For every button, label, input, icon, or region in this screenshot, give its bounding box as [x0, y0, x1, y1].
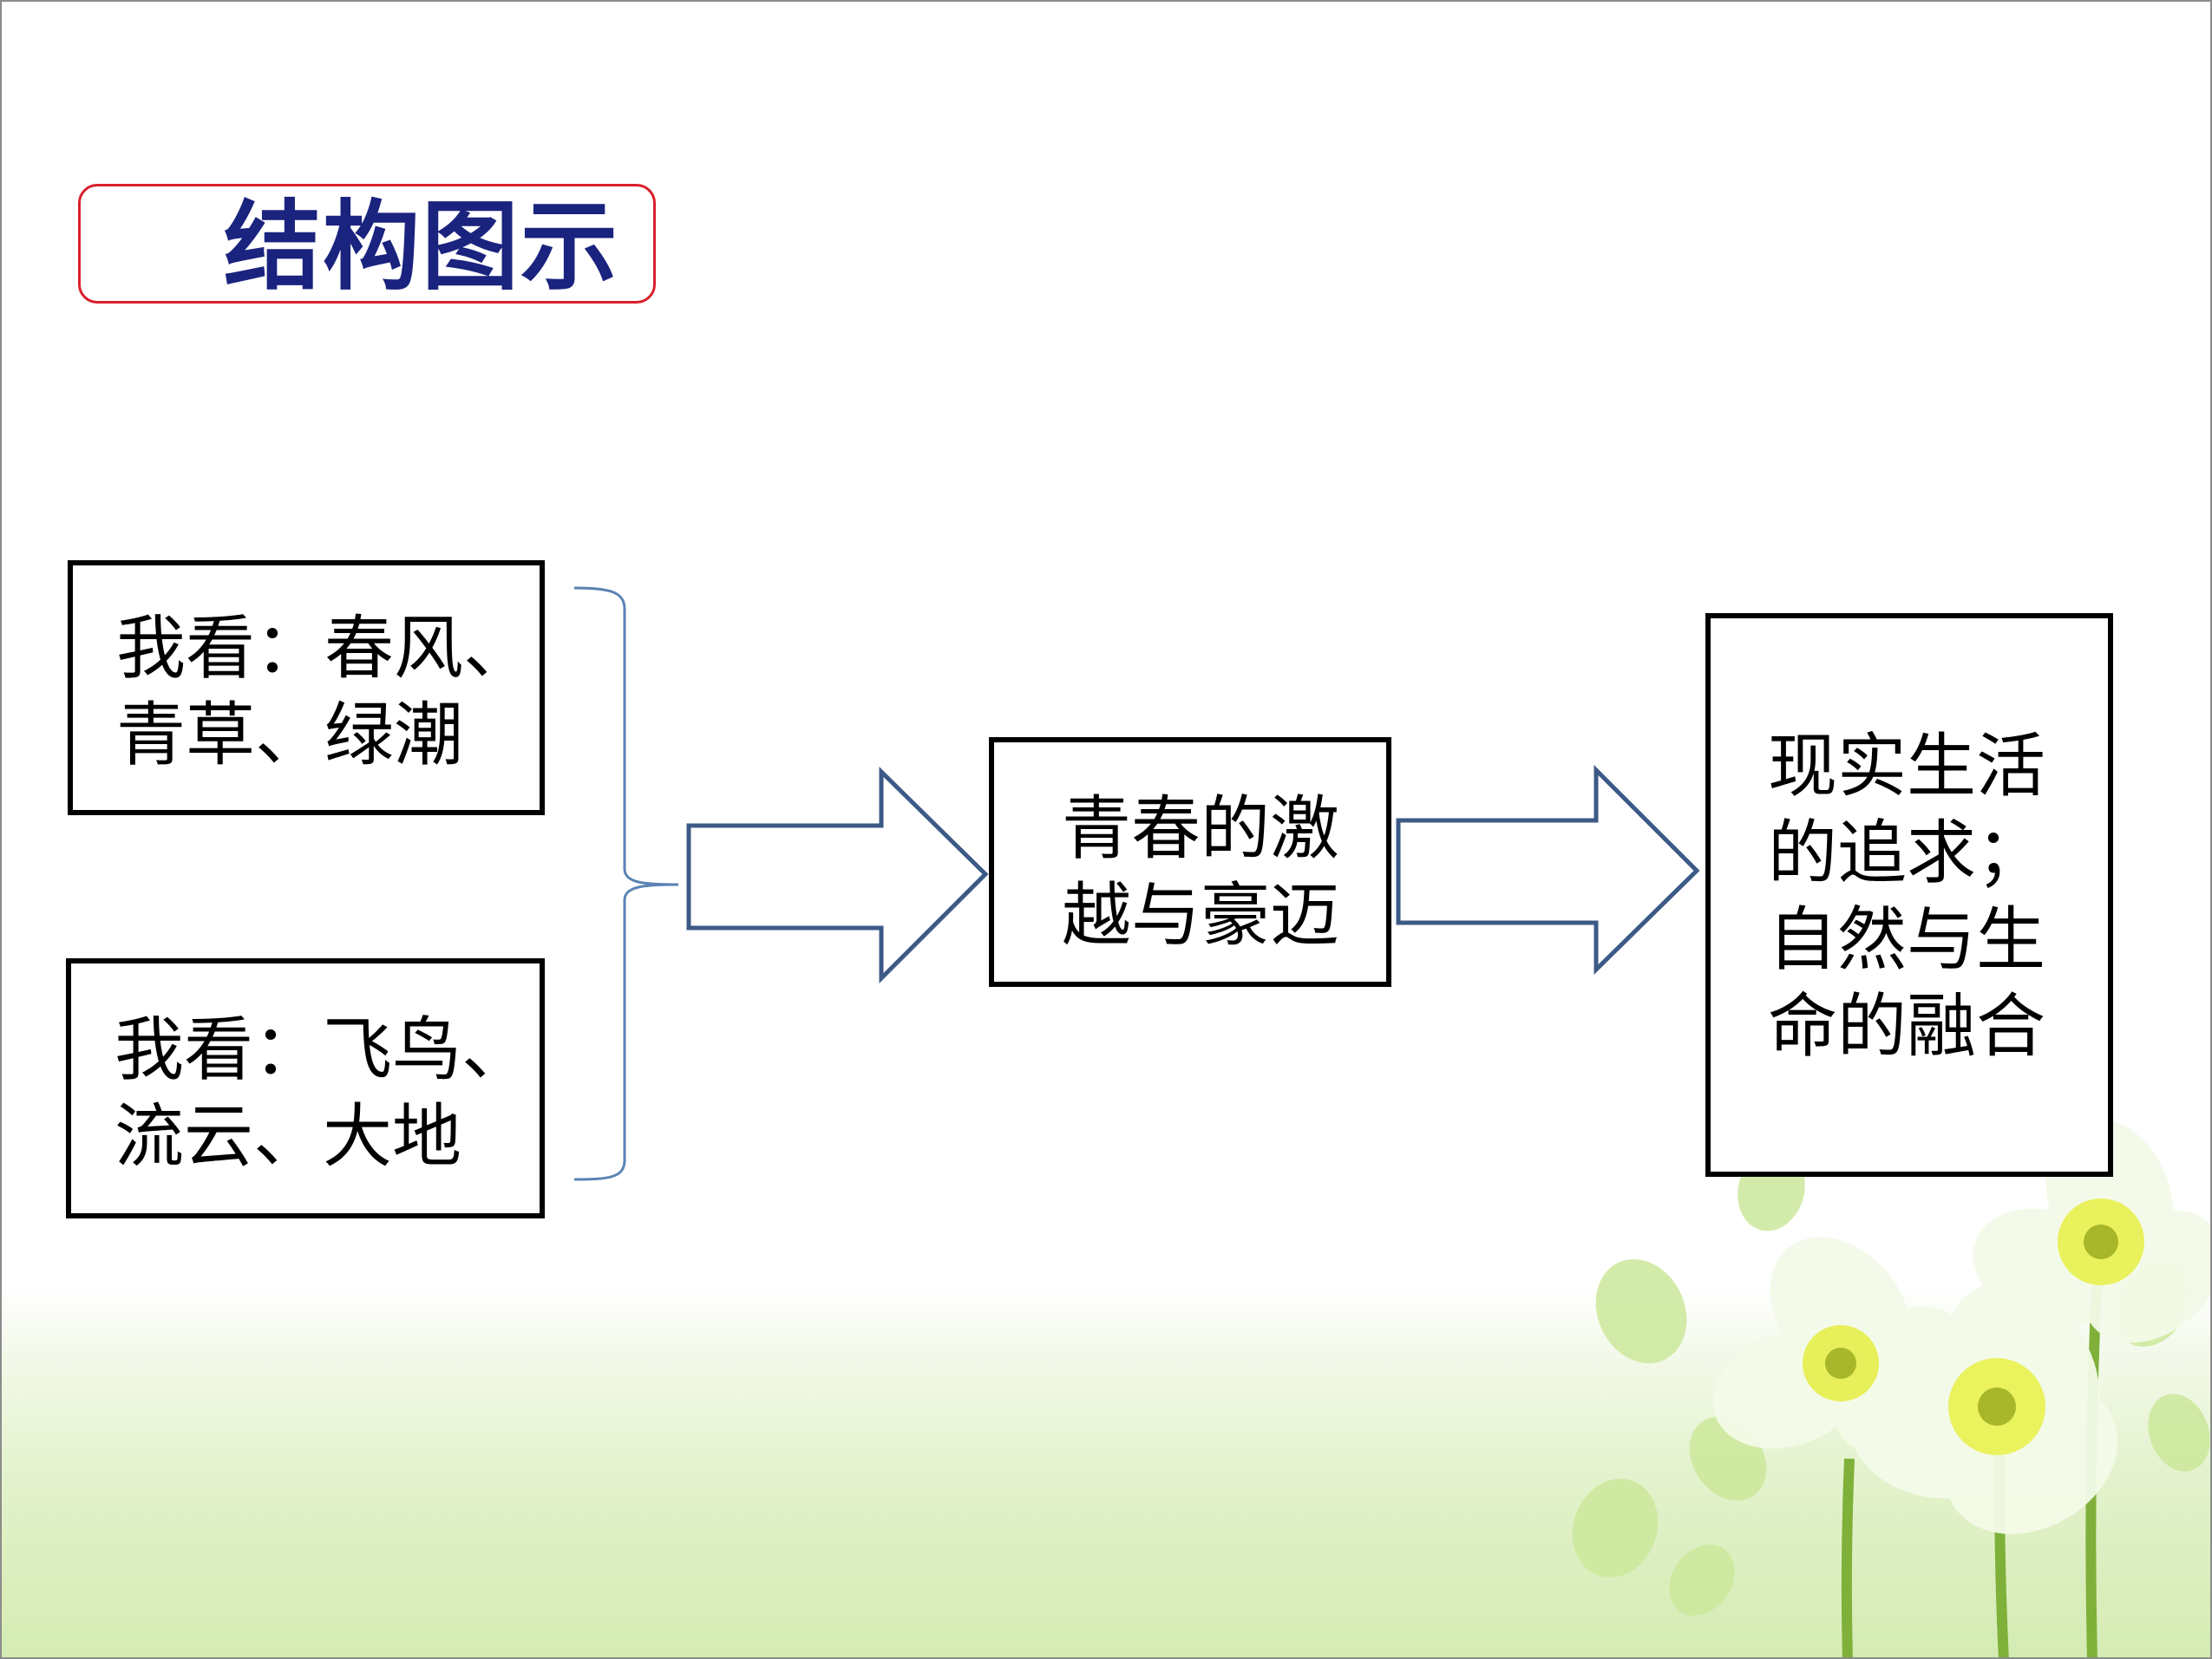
- observe-spring-text: 我看：春风、 青草、绿潮: [116, 608, 533, 775]
- pursuit-box: 现实生活 的追求； 自然与生 命的融合: [1705, 613, 2113, 1177]
- page-title: 结构图示: [224, 191, 619, 304]
- youth-box: 青春的激 越与豪迈: [989, 737, 1391, 987]
- observe-spring-box: 我看：春风、 青草、绿潮: [68, 560, 545, 815]
- observe-sky-text: 我看：飞鸟、 流云、大地: [115, 1009, 531, 1177]
- title-box: 结构图示: [78, 184, 656, 304]
- youth-text: 青春的激 越与豪迈: [1062, 788, 1339, 956]
- pursuit-text: 现实生活 的追求； 自然与生 命的融合: [1768, 726, 2045, 1067]
- observe-sky-box: 我看：飞鸟、 流云、大地: [66, 958, 545, 1218]
